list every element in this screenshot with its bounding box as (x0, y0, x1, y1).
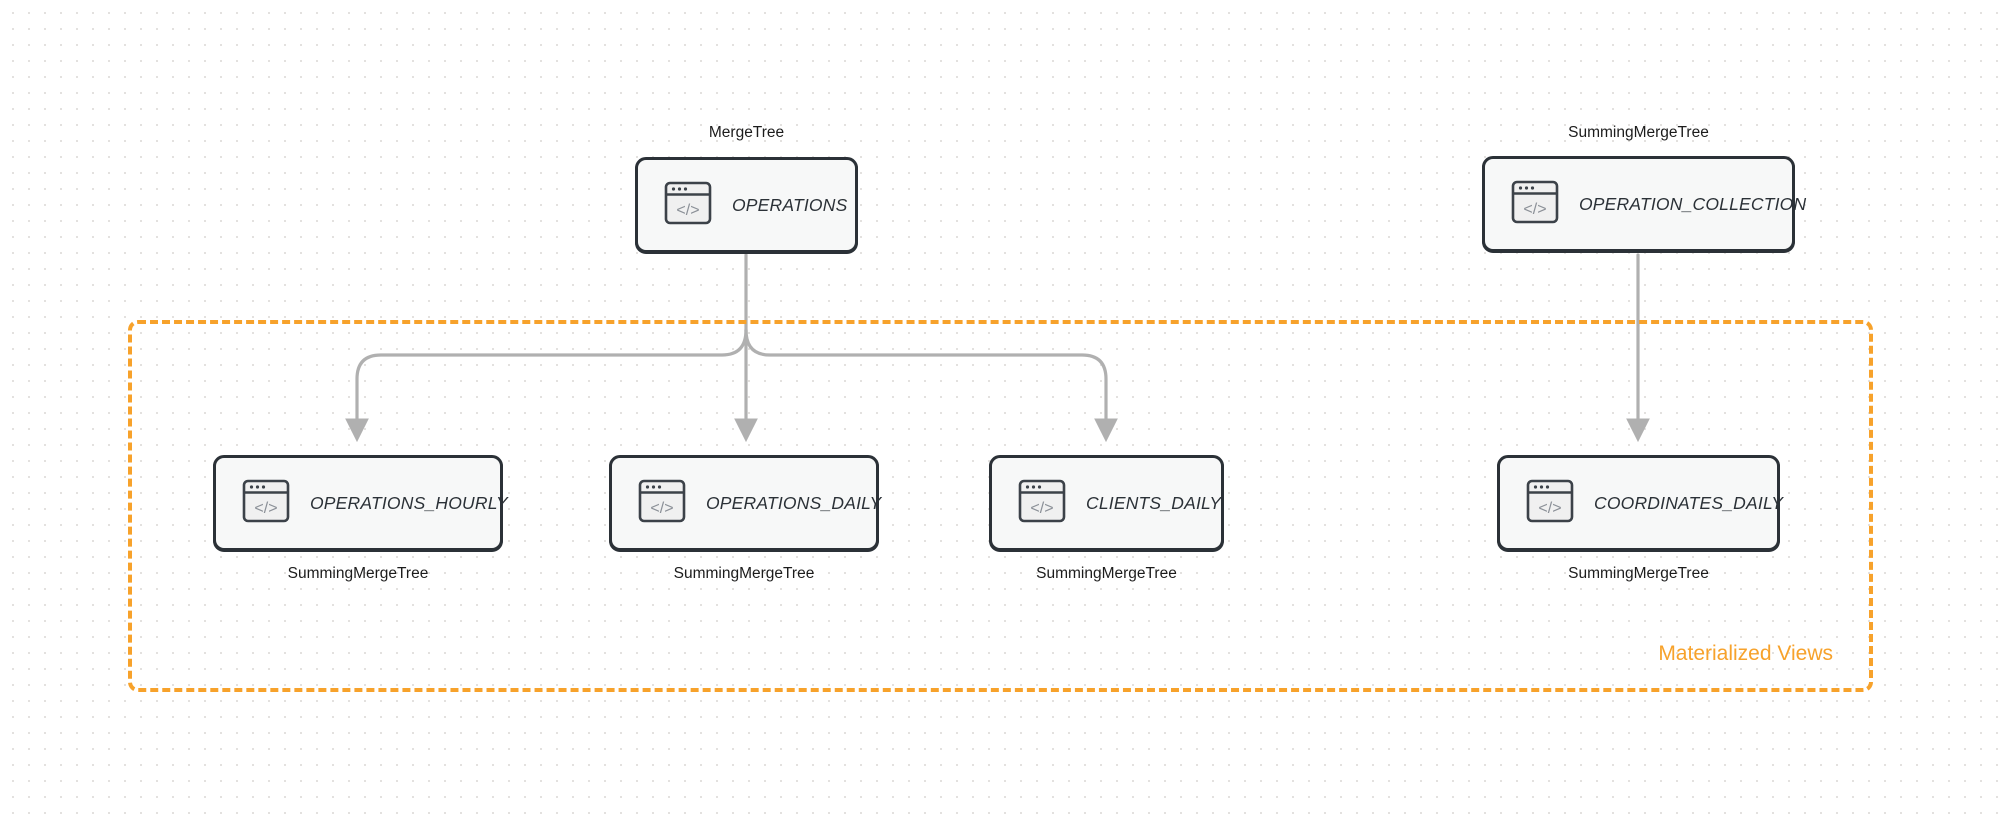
code-window-icon: </> (1018, 479, 1066, 528)
node-operations-hourly[interactable]: </> OPERATIONS_HOURLY (213, 455, 508, 551)
node-operations[interactable]: </> OPERATIONS (635, 157, 858, 253)
node-clients-daily[interactable]: </> CLIENTS_DAILY (989, 455, 1224, 551)
code-window-icon: </> (638, 479, 686, 528)
node-label-clients-daily: CLIENTS_DAILY (1086, 492, 1222, 513)
node-operation-collection[interactable]: </> OPERATION_COLLECTION (1482, 156, 1806, 252)
svg-text:</>: </> (254, 500, 277, 517)
node-label-coordinates-daily: COORDINATES_DAILY (1594, 492, 1784, 513)
node-label-operations: OPERATIONS (732, 194, 848, 215)
node-label-operations-daily: OPERATIONS_DAILY (706, 492, 882, 513)
engine-label-operation-collection: SummingMergeTree (1568, 124, 1709, 141)
code-window-icon: </> (242, 479, 290, 528)
engine-label-operations-daily: SummingMergeTree (673, 565, 815, 582)
code-window-icon: </> (1511, 180, 1559, 229)
code-window-icon: </> (1526, 479, 1574, 528)
svg-text:</>: </> (1030, 500, 1053, 517)
code-window-icon: </> (664, 181, 712, 230)
node-label-operation-collection: OPERATION_COLLECTION (1579, 193, 1807, 214)
engine-label-clients-daily: SummingMergeTree (1036, 565, 1177, 582)
engine-label-operations: MergeTree (708, 124, 785, 141)
materialized-views-group: Materialized Views (128, 320, 1873, 692)
svg-text:</>: </> (1538, 500, 1561, 517)
node-coordinates-daily[interactable]: </> COORDINATES_DAILY (1497, 455, 1783, 551)
svg-text:</>: </> (1523, 201, 1546, 218)
materialized-views-caption: Materialized Views (1658, 642, 1833, 665)
node-operations-daily[interactable]: </> OPERATIONS_DAILY (609, 455, 881, 551)
svg-text:</>: </> (650, 500, 673, 517)
engine-label-coordinates-daily: SummingMergeTree (1568, 565, 1709, 582)
engine-label-operations-hourly: SummingMergeTree (287, 565, 429, 582)
svg-text:</>: </> (676, 202, 699, 219)
node-label-operations-hourly: OPERATIONS_HOURLY (310, 492, 508, 513)
